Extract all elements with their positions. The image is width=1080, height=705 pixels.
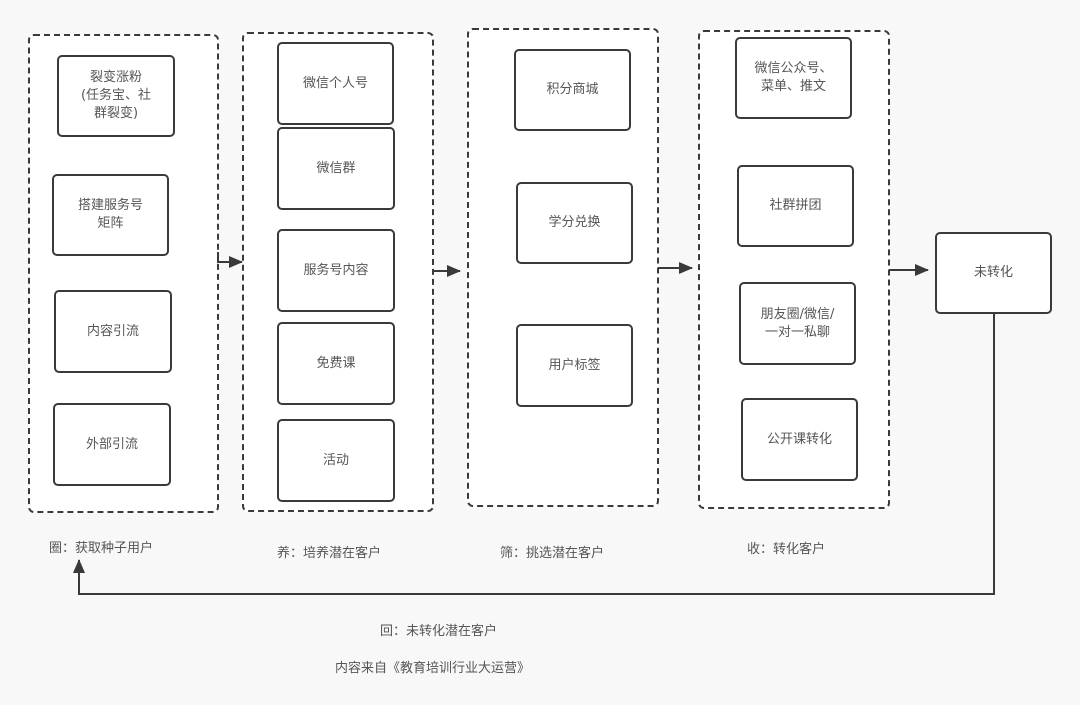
node-group-buying[interactable]: 社群拼团 xyxy=(737,165,854,247)
node-service-account-matrix[interactable]: 搭建服务号 矩阵 xyxy=(52,174,169,256)
node-external-traffic[interactable]: 外部引流 xyxy=(53,403,171,486)
node-private-chat[interactable]: 朋友圈/微信/ 一对一私聊 xyxy=(739,282,856,365)
arrow-circle-to-nurture xyxy=(217,252,243,268)
node-fission-growth[interactable]: 裂变涨粉 (任务宝、社 群裂变) xyxy=(57,55,175,137)
arrow-return-loop xyxy=(73,314,995,595)
caption-filter: 筛：挑选潜在客户 xyxy=(500,546,605,561)
node-points-mall[interactable]: 积分商城 xyxy=(514,49,631,131)
node-user-tags[interactable]: 用户标签 xyxy=(516,324,633,407)
source-note: 内容来自《教育培训行业大运营》 xyxy=(335,661,531,676)
node-credit-exchange[interactable]: 学分兑换 xyxy=(516,182,633,264)
node-activity[interactable]: 活动 xyxy=(277,419,395,502)
caption-convert: 收：转化客户 xyxy=(747,542,826,557)
caption-nurture: 养：培养潜在客户 xyxy=(277,546,382,561)
node-service-content[interactable]: 服务号内容 xyxy=(277,229,395,312)
node-unconverted[interactable]: 未转化 xyxy=(935,232,1052,314)
node-official-account[interactable]: 微信公众号、 菜单、推文 xyxy=(735,37,852,119)
node-open-class-conversion[interactable]: 公开课转化 xyxy=(741,398,858,481)
node-wechat-personal[interactable]: 微信个人号 xyxy=(277,42,394,125)
node-wechat-group[interactable]: 微信群 xyxy=(277,127,395,210)
node-free-course[interactable]: 免费课 xyxy=(277,322,395,405)
node-content-traffic[interactable]: 内容引流 xyxy=(54,290,172,373)
caption-circle: 圈：获取种子用户 xyxy=(49,541,154,556)
caption-return: 回：未转化潜在客户 xyxy=(380,624,498,639)
